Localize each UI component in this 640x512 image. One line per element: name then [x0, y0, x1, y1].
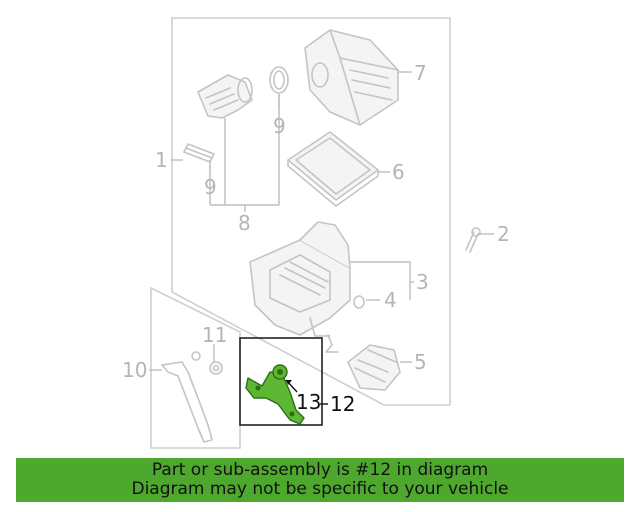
bolt-9	[183, 143, 215, 163]
callout-4: 4	[384, 288, 397, 312]
callout-2: 2	[497, 222, 510, 246]
grommet-4	[353, 295, 365, 309]
callout-11: 11	[202, 323, 227, 347]
callout-12: 12	[330, 392, 355, 416]
hose-clip	[325, 334, 339, 353]
air-cleaner-cover	[304, 29, 399, 126]
air-box-lower	[249, 221, 351, 337]
bracket-12-highlighted	[245, 371, 305, 425]
callout-9-lower: 9	[204, 175, 217, 199]
grommet-13-highlighted	[272, 364, 288, 380]
callout-9-upper: 9	[273, 114, 286, 138]
callout-7: 7	[414, 61, 427, 85]
bolt-2	[465, 227, 481, 253]
intake-duct	[197, 74, 253, 119]
callout-6: 6	[392, 160, 405, 184]
subassembly-10-frame	[150, 286, 241, 449]
banner-line-part: Part or sub-assembly is #12 in diagram	[151, 460, 489, 480]
resonator	[347, 344, 401, 391]
bracket-10	[161, 351, 213, 443]
callout-3: 3	[416, 270, 429, 294]
assembly-frame	[171, 17, 451, 406]
clamp-upper	[269, 66, 289, 94]
parts-diagram: 1 2 3 4 5 6 7 8 9 9 10 11 13 12	[122, 17, 510, 449]
callout-10: 10	[122, 358, 147, 382]
callout-8: 8	[238, 211, 251, 235]
info-banner: Part or sub-assembly is #12 in diagram D…	[16, 458, 624, 502]
callout-13: 13	[296, 390, 321, 414]
air-filter	[287, 131, 379, 207]
part-12-frame	[239, 337, 323, 426]
callout-1: 1	[155, 148, 168, 172]
callout-5: 5	[414, 350, 427, 374]
banner-line-disclaimer: Diagram may not be specific to your vehi…	[131, 479, 509, 499]
leader-lines	[149, 71, 494, 405]
nut-11	[209, 361, 223, 375]
